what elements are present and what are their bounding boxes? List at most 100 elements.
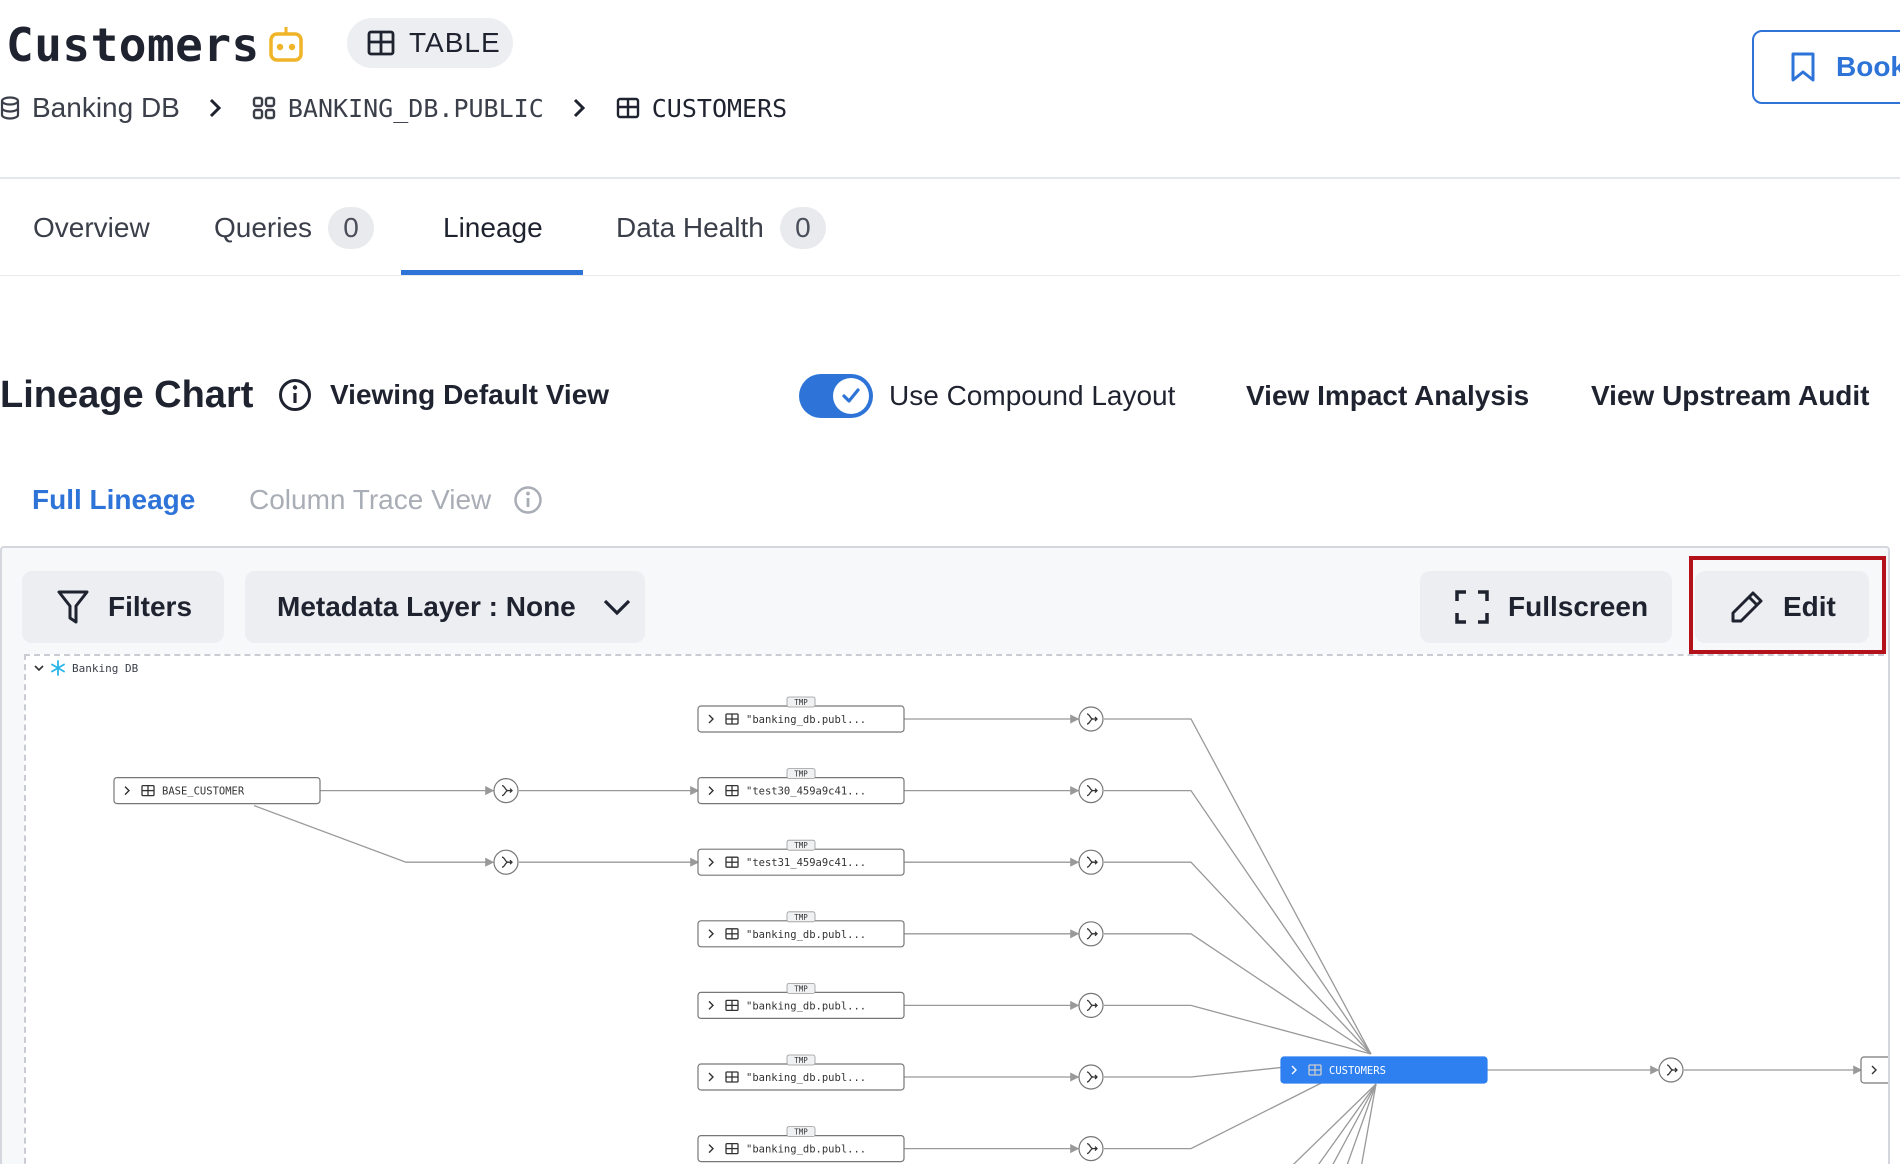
node-base-customer[interactable]: BASE_CUSTOMER [113, 777, 321, 805]
tab-overview-label: Overview [33, 212, 150, 243]
node-label: CUSTOMERS [1329, 1065, 1386, 1077]
breadcrumb-schema-label: BANKING_DB.PUBLIC [287, 93, 544, 123]
transform-icon[interactable] [493, 849, 519, 875]
chevron-right-icon[interactable] [1291, 1065, 1297, 1075]
chevron-right-icon[interactable] [708, 929, 714, 939]
transform-icon[interactable] [1078, 777, 1104, 804]
tmp-badge: TMP [786, 1054, 816, 1066]
subtab-full-lineage[interactable]: Full Lineage [32, 484, 196, 515]
node-tmp-6[interactable]: "banking_db.publ... TMP [697, 1054, 905, 1091]
tab-data-health[interactable]: Data Health 0 [616, 180, 826, 276]
transform-icon[interactable] [1078, 992, 1104, 1019]
node-tmp-7[interactable]: "banking_db.publ... TMP [697, 1126, 905, 1163]
node-downstream-collapsed[interactable] [1860, 1056, 1890, 1084]
edit-label: Edit [1783, 591, 1836, 622]
tmp-badge-label: TMP [794, 841, 808, 850]
asset-type-badge: TABLE [347, 18, 513, 68]
chevron-right-icon[interactable] [708, 1000, 714, 1010]
compound-layout-label: Use Compound Layout [889, 380, 1176, 411]
chevron-right-icon [208, 97, 222, 119]
chevron-right-icon[interactable] [708, 857, 714, 867]
breadcrumb: Banking DB BANKING_DB.PUBLIC CUSTOMERS [0, 90, 787, 126]
database-icon [0, 96, 20, 120]
transform-icon[interactable] [1078, 706, 1104, 732]
transform-icon[interactable] [1078, 1135, 1104, 1162]
pencil-icon [1731, 591, 1763, 623]
tmp-badge: TMP [786, 1126, 816, 1138]
node-tmp-3[interactable]: "test31_459a9c41...TMP [697, 839, 905, 876]
table-icon [616, 97, 639, 119]
metadata-layer-dropdown[interactable]: Metadata Layer : None [245, 571, 645, 643]
metadata-layer-label: Metadata Layer : None [277, 591, 576, 622]
transform-icon[interactable] [1078, 849, 1104, 875]
chevron-right-icon[interactable] [708, 1072, 714, 1082]
chevron-right-icon[interactable] [708, 714, 714, 724]
tmp-badge: TMP [786, 911, 816, 923]
tmp-badge-label: TMP [794, 698, 808, 707]
filters-button[interactable]: Filters [22, 571, 224, 643]
page-title: Customers [6, 18, 260, 72]
tab-queries-label: Queries [214, 212, 313, 243]
tab-data-health-count: 0 [779, 207, 826, 249]
breadcrumb-table-label: CUSTOMERS [651, 93, 788, 123]
transform-icon[interactable] [1078, 1064, 1104, 1090]
bookmark-button[interactable]: Book [1752, 30, 1900, 104]
lineage-nodes: BASE_CUSTOMER"banking_db.publ...TMP"test… [113, 696, 1890, 1163]
chevron-right-icon[interactable] [1871, 1065, 1877, 1075]
subtab-column-trace-label: Column Trace View [249, 484, 492, 515]
node-tmp-1[interactable]: "banking_db.publ...TMP [697, 696, 905, 733]
view-upstream-audit-link[interactable]: View Upstream Audit [1591, 380, 1870, 411]
node-label: "banking_db.publ... [746, 1144, 866, 1156]
tab-queries-count: 0 [328, 207, 375, 249]
tmp-badge-label: TMP [794, 770, 808, 779]
chevron-right-icon[interactable] [708, 786, 714, 796]
robot-icon[interactable] [266, 25, 306, 65]
node-tmp-4[interactable]: "banking_db.publ...TMP [697, 911, 905, 948]
info-icon [514, 486, 543, 514]
fullscreen-label: Fullscreen [1508, 591, 1649, 622]
view-selector-label: Viewing Default View [330, 379, 610, 410]
group-label: Banking DB [72, 661, 139, 675]
node-label: "banking_db.publ... [746, 1072, 866, 1084]
node-label: BASE_CUSTOMER [162, 786, 245, 798]
chevron-right-icon [572, 97, 586, 119]
node-label: "banking_db.publ... [746, 1000, 866, 1012]
breadcrumb-database[interactable]: Banking DB [0, 92, 180, 124]
header-divider [0, 177, 1900, 179]
snowflake-icon [51, 660, 65, 676]
transform-icon[interactable] [1078, 921, 1104, 947]
asset-type-label: TABLE [409, 27, 501, 58]
chevron-down-icon [34, 665, 44, 672]
node-tmp-2[interactable]: "test30_459a9c41... TMP [697, 768, 905, 805]
filters-label: Filters [108, 591, 193, 622]
node-customers[interactable]: CUSTOMERS [1280, 1056, 1488, 1084]
view-selector[interactable]: Viewing Default View [278, 378, 609, 412]
group-header-banking-db[interactable]: Banking DB [34, 660, 138, 676]
tmp-badge-label: TMP [794, 1056, 808, 1065]
tmp-badge: TMP [786, 839, 816, 851]
tab-lineage-label: Lineage [443, 212, 543, 243]
node-label: "test30_459a9c41... [746, 786, 866, 798]
compound-layout-toggle[interactable] [799, 374, 873, 418]
subtab-column-trace[interactable]: Column Trace View [249, 484, 543, 516]
breadcrumb-schema[interactable]: BANKING_DB.PUBLIC [252, 94, 544, 123]
node-tmp-5[interactable]: "banking_db.publ... TMP [697, 982, 905, 1019]
fullscreen-button[interactable]: Fullscreen [1420, 571, 1672, 643]
info-icon [279, 379, 311, 411]
tab-lineage[interactable]: Lineage [443, 180, 543, 276]
tab-overview[interactable]: Overview [33, 180, 150, 276]
transform-icon[interactable] [493, 777, 519, 804]
lineage-chart-title: Lineage Chart [0, 374, 254, 416]
breadcrumb-table[interactable]: CUSTOMERS [616, 94, 787, 123]
chevron-right-icon[interactable] [708, 1144, 714, 1154]
view-impact-analysis-link[interactable]: View Impact Analysis [1246, 380, 1530, 411]
edit-button[interactable]: Edit [1695, 571, 1869, 643]
tmp-badge: TMP [786, 696, 816, 708]
lineage-graph-svg: BASE_CUSTOMER"banking_db.publ...TMP"test… [113, 696, 1890, 1164]
transform-icon[interactable] [1658, 1057, 1684, 1083]
tab-queries[interactable]: Queries 0 [214, 180, 375, 276]
tmp-badge-label: TMP [794, 984, 808, 993]
chevron-right-icon[interactable] [124, 786, 130, 796]
tmp-badge-label: TMP [794, 913, 808, 922]
tab-data-health-label: Data Health [616, 212, 764, 243]
